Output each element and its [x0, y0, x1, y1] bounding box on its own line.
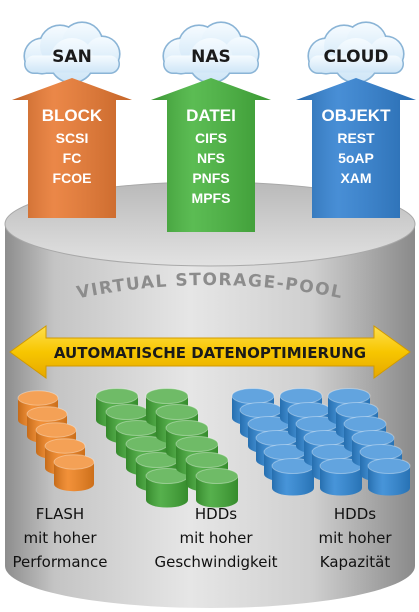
tier-caption-line: FLASH [36, 505, 84, 523]
tier-caption-line: Kapazität [320, 553, 391, 571]
arrow-objekt: OBJEKT REST 5oAP XAM [296, 78, 416, 218]
flash-disk-group [17, 390, 95, 492]
disk-icon [195, 467, 239, 508]
capacity-disk-group [231, 387, 411, 496]
disk-icon [319, 457, 363, 496]
cloud-label: NAS [191, 47, 231, 67]
arrow-item: MPFS [192, 190, 231, 206]
optimization-label: AUTOMATISCHE DATENOPTIMIERUNG [54, 344, 366, 362]
tier-caption-line: mit hoher [23, 529, 97, 547]
tier-caption-line: HDDs [334, 505, 376, 523]
disk-icon [53, 454, 95, 492]
arrow-item: SCSI [56, 130, 89, 146]
disk-icon [145, 467, 189, 508]
arrow-item: FC [63, 150, 82, 166]
arrow-block: BLOCK SCSI FC FCOE [12, 78, 132, 218]
arrow-title: OBJEKT [322, 106, 392, 125]
tier-caption-line: HDDs [195, 505, 237, 523]
disk-icon [367, 457, 411, 496]
arrow-item: PNFS [192, 170, 229, 186]
protocol-clouds: SAN NAS CLOUD [23, 21, 405, 84]
arrow-item: 5oAP [338, 150, 374, 166]
disk-icon [271, 457, 315, 496]
speed-disk-group [95, 387, 239, 508]
arrow-datei: DATEI CIFS NFS PNFS MPFS [151, 78, 271, 232]
disk-tiers [17, 387, 411, 508]
arrow-item: FCOE [53, 170, 92, 186]
cloud-cloud: CLOUD [307, 21, 405, 84]
arrow-item: REST [337, 130, 375, 146]
arrow-item: NFS [197, 150, 225, 166]
tier-caption-line: mit hoher [179, 529, 253, 547]
arrow-title: DATEI [186, 106, 236, 125]
cloud-san: SAN [23, 21, 121, 84]
access-arrows: BLOCK SCSI FC FCOE DATEI CIFS NFS PNFS MPFS OBJEK… [12, 78, 416, 232]
tier-caption-line: Performance [12, 553, 107, 571]
arrow-item: CIFS [195, 130, 227, 146]
arrow-item: XAM [340, 170, 371, 186]
tier-caption-line: Geschwindigkeit [154, 553, 277, 571]
cloud-label: CLOUD [323, 47, 388, 67]
cloud-nas: NAS [162, 21, 260, 84]
tier-caption-line: mit hoher [318, 529, 392, 547]
arrow-title: BLOCK [42, 106, 103, 125]
optimization-arrow: AUTOMATISCHE DATENOPTIMIERUNG [9, 325, 411, 379]
cloud-label: SAN [52, 47, 92, 67]
